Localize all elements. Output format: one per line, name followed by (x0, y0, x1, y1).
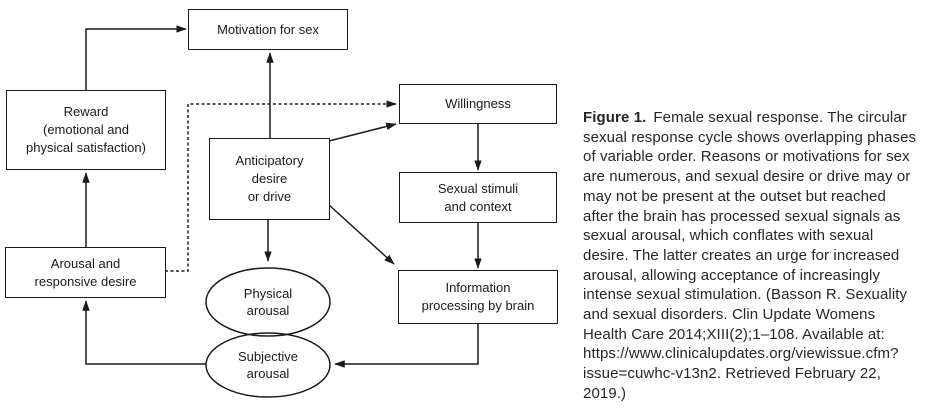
node-arousal-responsive-desire: Arousal and responsive desire (5, 247, 166, 298)
node-anticipatory-desire: Anticipatory desire or drive (209, 138, 330, 220)
caption-line: of variable order. Reasons or motivation… (583, 148, 910, 166)
caption-line: are numerous, and sexual desire or drive… (583, 168, 911, 186)
node-sexual-stimuli: Sexual stimuli and context (399, 172, 557, 223)
node-willingness-label: Willingness (445, 96, 511, 111)
diagram-connectors (82, 25, 482, 398)
node-motivation-label: Motivation for sex (217, 21, 319, 37)
caption-line: 2019.) (583, 384, 627, 402)
caption-line: Figure 1. Female sexual response. The cir… (583, 108, 948, 128)
node-reward: Reward (emotional and physical satisfact… (6, 90, 166, 170)
arrow-anticipatory-to-willingness (328, 122, 397, 142)
flow-arrows (82, 25, 482, 368)
caption-line: and sexual disorders. Clin Update Womens (583, 306, 876, 324)
arrow-infoprocessing-to-subjective (334, 324, 479, 368)
caption-line: intense sexual stimulation. (Basson R. S… (583, 286, 908, 304)
caption-line: sexual response cycle shows overlapping … (583, 128, 917, 146)
node-reward-label: Reward (emotional and physical satisfact… (26, 104, 146, 155)
subjective-arousal-ellipse (205, 332, 331, 398)
node-physical-label: Physical arousal (243, 286, 293, 318)
node-anticipatory-label: Anticipatory desire or drive (235, 153, 304, 204)
caption-text: Female sexual response. The circular (653, 109, 907, 126)
node-stimuli-label: Sexual stimuli and context (437, 180, 519, 214)
caption-line: after the brain has processed sexual sig… (583, 207, 901, 225)
caption-line: may not be present at the outset but rea… (583, 187, 886, 205)
node-motivation-for-sex: Motivation for sex (188, 9, 348, 50)
node-subjective-label: Subjective arousal (238, 349, 298, 381)
dashed-arrow-arousal-to-willingness (165, 100, 397, 272)
arrow-anticipatory-to-infoprocessing (327, 203, 395, 265)
caption-line: https://www.clinicalupdates.org/viewissu… (583, 345, 899, 363)
physical-arousal-ellipse (205, 267, 331, 337)
caption-figure-label: Figure 1. (583, 109, 647, 126)
node-information-processing: Information processing by brain (398, 270, 558, 324)
node-physical-arousal: Physical arousal (206, 270, 330, 334)
node-infoproc-label: Information processing by brain (421, 280, 535, 313)
node-arousal-label: Arousal and responsive desire (34, 255, 137, 289)
caption-line: Health Care 2014;XIII(2);1–108. Availabl… (583, 325, 885, 343)
caption-line: issue=cuwhc-v13n2. Retrieved February 22… (583, 365, 881, 383)
arrow-subjective-to-arousal (82, 300, 206, 365)
caption-line: desire. The latter creates an urge for i… (583, 246, 900, 264)
caption-line: sexual arousal, which conflates with sex… (583, 227, 874, 245)
node-subjective-arousal: Subjective arousal (206, 335, 330, 395)
caption-line: arousal, allowing acceptance of increasi… (583, 266, 881, 284)
arrow-reward-to-motivation (85, 25, 187, 90)
figure-caption: Figure 1. Female sexual response. The cir… (583, 108, 948, 404)
node-willingness: Willingness (399, 84, 557, 124)
